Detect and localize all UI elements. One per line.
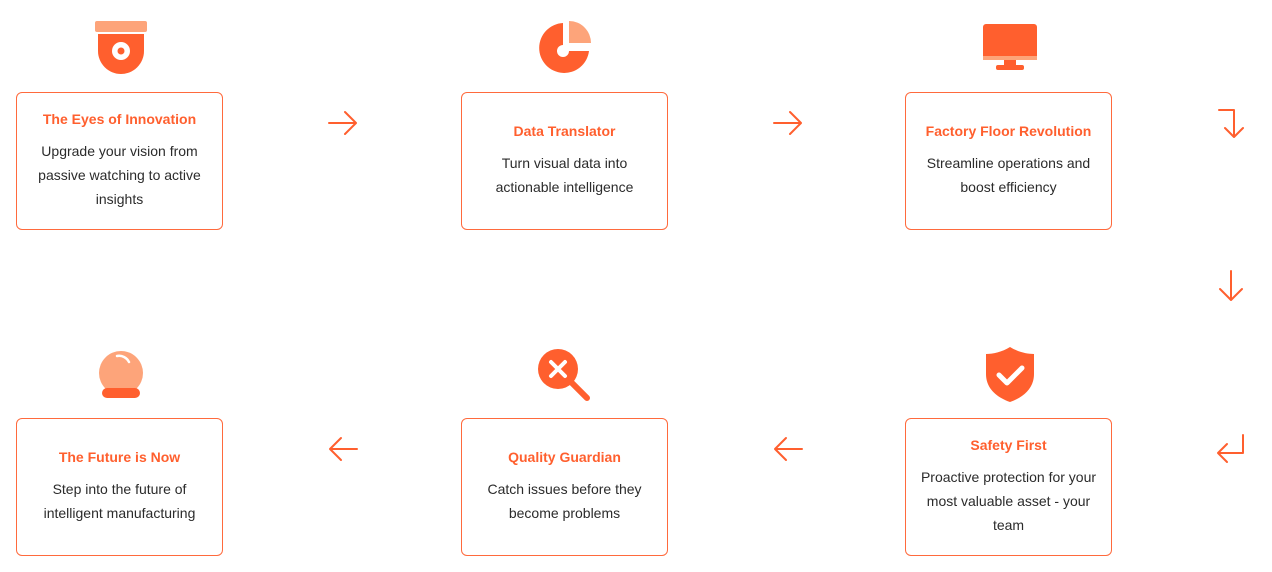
step-card: The Future is Now Step into the future o…	[16, 418, 223, 556]
step-description: Step into the future of intelligent manu…	[43, 481, 196, 521]
arrow-down-icon	[1219, 270, 1243, 301]
step-description: Upgrade your vision from passive watchin…	[38, 143, 201, 207]
step-title: The Eyes of Innovation	[42, 111, 197, 127]
step-card: The Eyes of Innovation Upgrade your visi…	[16, 92, 223, 230]
arrow-right-icon	[773, 111, 802, 135]
step-description: Catch issues before they become problems	[487, 481, 642, 521]
step-title: Quality Guardian	[508, 449, 621, 465]
step-title: Safety First	[970, 437, 1047, 453]
arrow-turn-left-icon	[1217, 434, 1244, 463]
magnifier-x-icon	[461, 344, 670, 404]
arrow-left-icon	[774, 437, 803, 461]
step-future-is-now: The Future is Now Step into the future o…	[16, 344, 225, 556]
step-card: Quality Guardian Catch issues before the…	[461, 418, 668, 556]
step-title: Factory Floor Revolution	[925, 123, 1092, 139]
step-factory-floor-revolution: Factory Floor Revolution Streamline oper…	[905, 18, 1114, 230]
step-safety-first: Safety First Proactive protection for yo…	[905, 344, 1114, 556]
step-title: Data Translator	[513, 123, 616, 139]
arrow-turn-down-icon	[1218, 109, 1244, 138]
step-description: Streamline operations and boost efficien…	[926, 155, 1091, 195]
step-title: The Future is Now	[58, 449, 181, 465]
step-eyes-of-innovation: The Eyes of Innovation Upgrade your visi…	[16, 18, 225, 230]
shield-check-icon	[905, 344, 1114, 404]
step-quality-guardian: Quality Guardian Catch issues before the…	[461, 344, 670, 556]
arrow-left-icon	[329, 437, 358, 461]
step-card: Safety First Proactive protection for yo…	[905, 418, 1112, 556]
step-description: Turn visual data into actionable intelli…	[495, 155, 634, 195]
monitor-icon	[905, 18, 1114, 78]
step-data-translator: Data Translator Turn visual data into ac…	[461, 18, 670, 230]
pie-chart-icon	[461, 18, 670, 78]
step-card: Data Translator Turn visual data into ac…	[461, 92, 668, 230]
step-description: Proactive protection for your most valua…	[920, 469, 1097, 533]
crystal-ball-icon	[16, 344, 225, 404]
security-camera-icon	[16, 18, 225, 78]
step-card: Factory Floor Revolution Streamline oper…	[905, 92, 1112, 230]
arrow-right-icon	[328, 111, 357, 135]
